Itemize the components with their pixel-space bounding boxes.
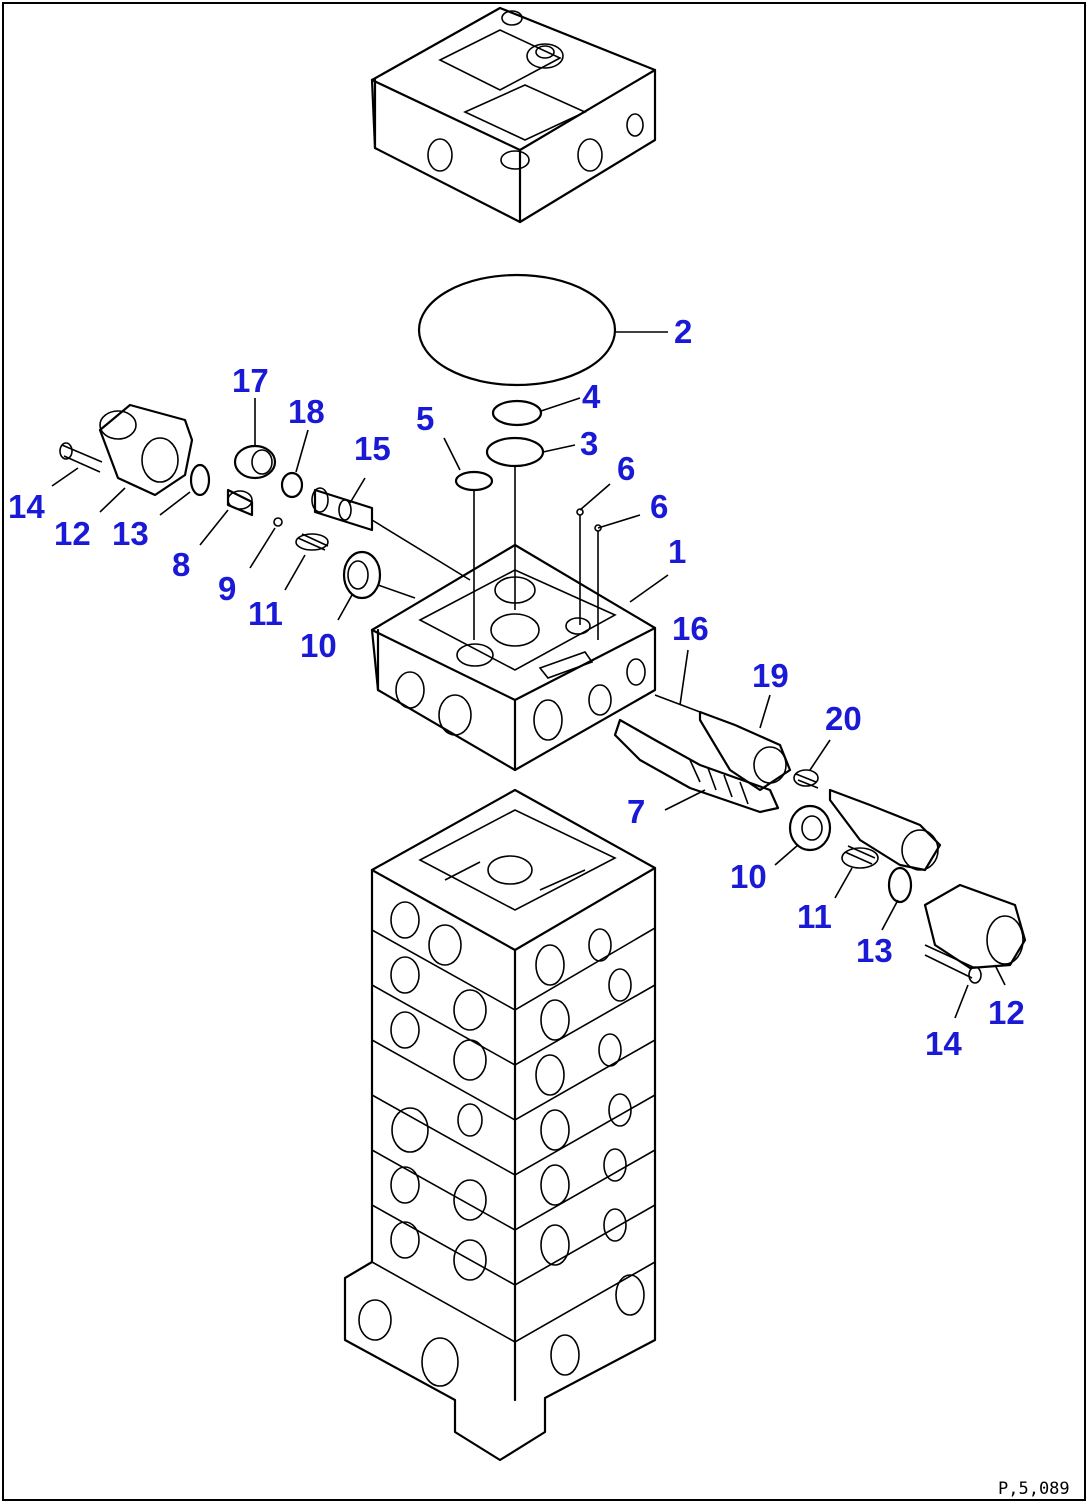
callout-2: 2 (674, 313, 692, 350)
top-cover-block (370, 6, 657, 224)
drawing-code: P,5,089 (998, 1479, 1070, 1499)
callout-13-right: 13 (856, 932, 893, 969)
callout-10-right: 10 (730, 858, 767, 895)
right-components (613, 649, 1027, 1019)
valve-section-1 (370, 543, 669, 772)
callout-17: 17 (232, 362, 269, 399)
callout-18: 18 (288, 393, 325, 430)
callout-7: 7 (627, 793, 645, 830)
callout-12-left: 12 (54, 515, 91, 552)
callout-4: 4 (582, 378, 601, 415)
callout-11-left: 11 (248, 595, 283, 632)
callout-8: 8 (172, 546, 190, 583)
left-components (51, 398, 471, 621)
callout-6b: 6 (650, 488, 668, 525)
callout-14-left: 14 (8, 488, 45, 525)
assembly-guide-lines (473, 466, 599, 640)
callout-13-left: 13 (112, 515, 149, 552)
callout-15: 15 (354, 430, 391, 467)
callout-12-right: 12 (988, 994, 1025, 1031)
callout-16: 16 (672, 610, 709, 647)
o-ring-2 (417, 273, 668, 387)
callout-3: 3 (580, 425, 598, 462)
callout-20: 20 (825, 700, 862, 737)
callout-6a: 6 (617, 450, 635, 487)
main-valve-stack (343, 788, 657, 1462)
callout-11-right: 11 (797, 898, 832, 935)
callout-14-right: 14 (925, 1025, 962, 1062)
callout-19: 19 (752, 657, 789, 694)
callout-9: 9 (218, 570, 236, 607)
callout-labels: 2 4 3 5 6 6 1 17 18 15 14 12 13 8 9 11 1… (8, 313, 1025, 1062)
callout-10-left: 10 (300, 627, 337, 664)
callout-5: 5 (416, 400, 434, 437)
callout-1: 1 (668, 533, 686, 570)
